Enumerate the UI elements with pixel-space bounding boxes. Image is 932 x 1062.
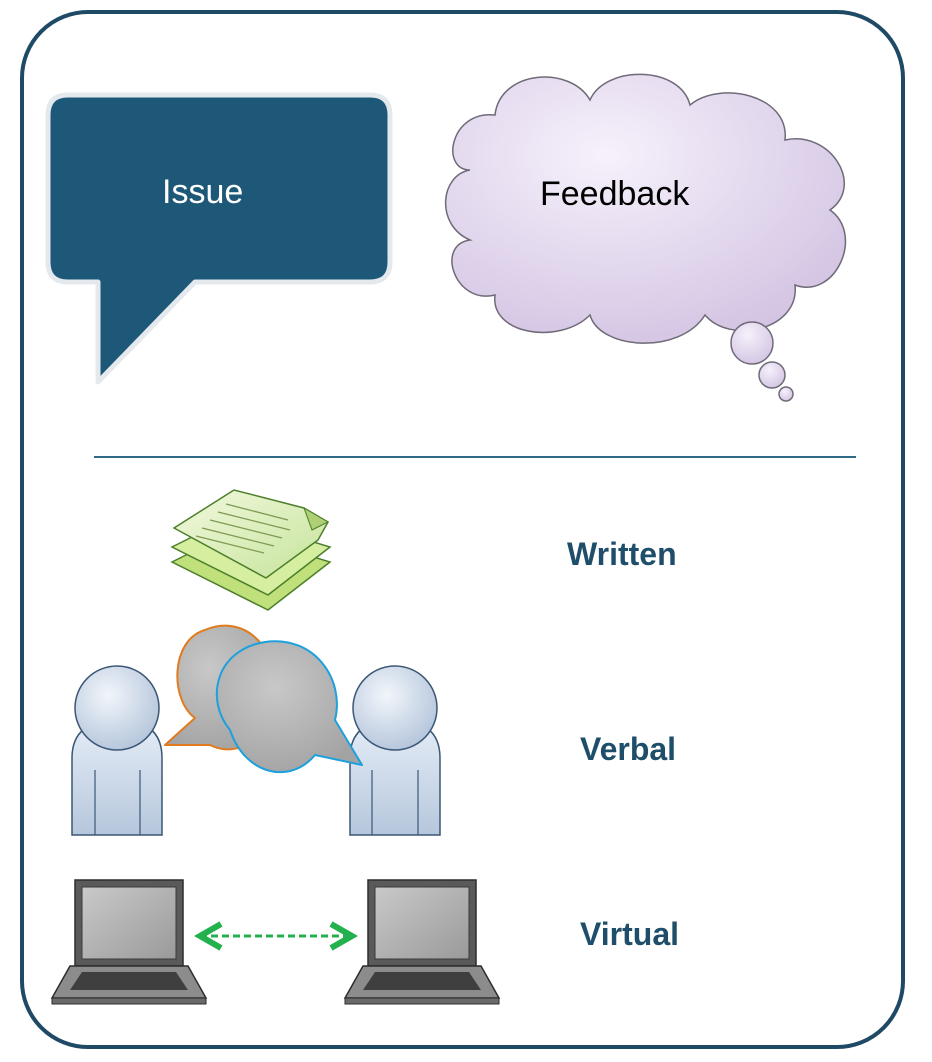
left-person xyxy=(71,665,163,836)
connected-laptops-icon xyxy=(50,879,501,1005)
thought-circle-medium xyxy=(758,361,786,389)
diagram-frame xyxy=(20,10,905,1049)
written-label: Written xyxy=(567,536,677,572)
feedback-label: Feedback xyxy=(540,175,690,213)
two-people-talking-icon xyxy=(71,624,441,836)
issue-speech-bubble xyxy=(45,92,393,385)
thought-circle-small xyxy=(778,386,794,402)
issue-label: Issue xyxy=(162,173,244,211)
right-laptop-icon xyxy=(343,879,501,1005)
verbal-label: Verbal xyxy=(580,731,677,767)
right-person xyxy=(349,665,441,836)
thought-circle-large xyxy=(730,321,774,365)
virtual-label: Virtual xyxy=(580,916,679,952)
stacked-documents-icon xyxy=(170,489,332,611)
left-laptop-icon xyxy=(50,879,208,1005)
feedback-thought-cloud xyxy=(444,73,847,402)
blue-speech-bubble xyxy=(215,640,363,774)
